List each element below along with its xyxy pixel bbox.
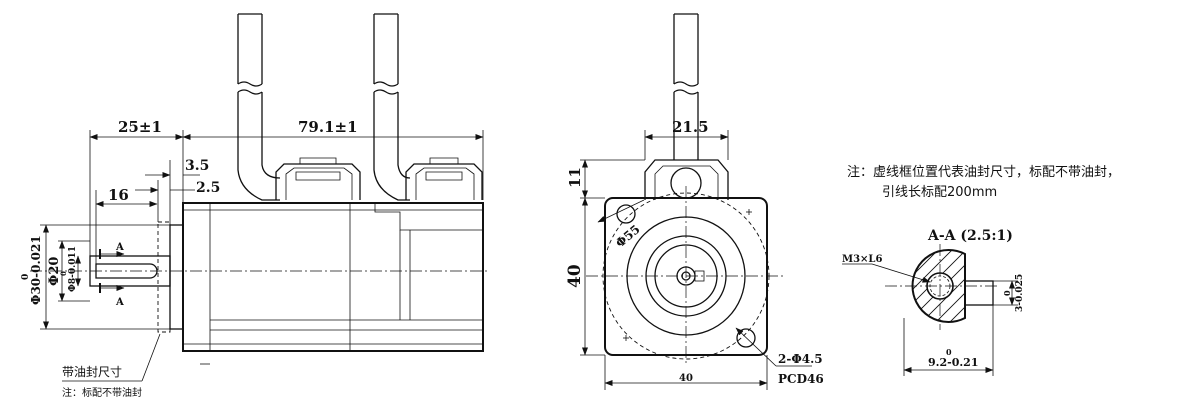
connector-left [275, 157, 361, 200]
motor-body [182, 202, 484, 365]
dim-holes: 2-Φ4.5 [778, 352, 823, 366]
section-marker-a: A A [99, 242, 125, 308]
dim-height: 40 [565, 264, 585, 288]
side-view: A A 25±1 79.1±1 3.5 2.5 16 [21, 13, 490, 399]
front-connector [644, 159, 729, 200]
section-letter-top: A [115, 242, 124, 253]
section-shape [885, 244, 1000, 330]
dim-width: 40 [679, 373, 693, 384]
dim-pcd: PCD46 [778, 372, 824, 386]
dim-spigot-upper: 0 [21, 274, 31, 280]
dim-section-width-upper: 0 [946, 347, 952, 357]
dim-circle: Φ55 [613, 222, 643, 250]
dim-connector-width: 21.5 [672, 118, 709, 136]
dim-shaft-dia: Φ20 [47, 257, 62, 286]
oil-seal-note: 带油封尺寸 注：标配不带油封 [62, 333, 161, 399]
dim-shaft-length: 25±1 [118, 118, 162, 136]
dim-spigot-dia: Φ30-0.021 [29, 235, 43, 305]
front-dimensions: 21.5 11 40 40 Φ55 2-Φ4.5 PCD46 [565, 118, 824, 390]
dim-key-dia: Φ8-0.011 [68, 246, 78, 292]
dim-body-length: 79.1±1 [298, 118, 358, 136]
dim-flange-1: 3.5 [185, 158, 209, 174]
front-lead-wire [673, 13, 699, 160]
side-dimensions: 25±1 79.1±1 3.5 2.5 16 [89, 118, 484, 264]
flange-and-shaft [30, 221, 490, 333]
thread-label: M3×L6 [842, 254, 882, 265]
note-oil-seal-default: 注：标配不带油封 [62, 386, 142, 399]
note-line-2: 引线长标配200mm [882, 185, 997, 200]
section-title: A-A (2.5:1) [927, 228, 1013, 244]
diameter-dimensions: Φ30-0.021 0 Φ20 Φ8-0.011 0 [21, 224, 170, 330]
lead-length-note: 注：虚线框位置代表油封尺寸，标配不带油封， 引线长标配200mm [847, 165, 1120, 200]
front-view: 21.5 11 40 40 Φ55 2-Φ4.5 PCD46 [565, 13, 824, 390]
connector-right [405, 157, 483, 200]
dim-flat-upper: 0 [1002, 290, 1012, 296]
dim-connector-height: 11 [566, 167, 584, 188]
front-flange [586, 186, 786, 366]
section-letter-bottom: A [115, 297, 124, 308]
dim-section-width: 9.2-0.21 [928, 356, 979, 369]
dim-flat: 3-0.025 [1015, 274, 1025, 312]
note-oil-seal-size: 带油封尺寸 [62, 365, 122, 379]
note-line-1: 注：虚线框位置代表油封尺寸，标配不带油封， [847, 165, 1120, 180]
section-dimensions: M3×L6 3-0.025 0 9.2-0.21 0 [842, 254, 1025, 376]
lead-wire-right [373, 13, 411, 201]
dim-key-upper: 0 [59, 271, 68, 276]
dim-key-length: 16 [108, 186, 129, 204]
lead-wire-left [237, 13, 281, 201]
dim-flange-2: 2.5 [196, 180, 220, 196]
section-view-aa: A-A (2.5:1) [842, 228, 1025, 376]
